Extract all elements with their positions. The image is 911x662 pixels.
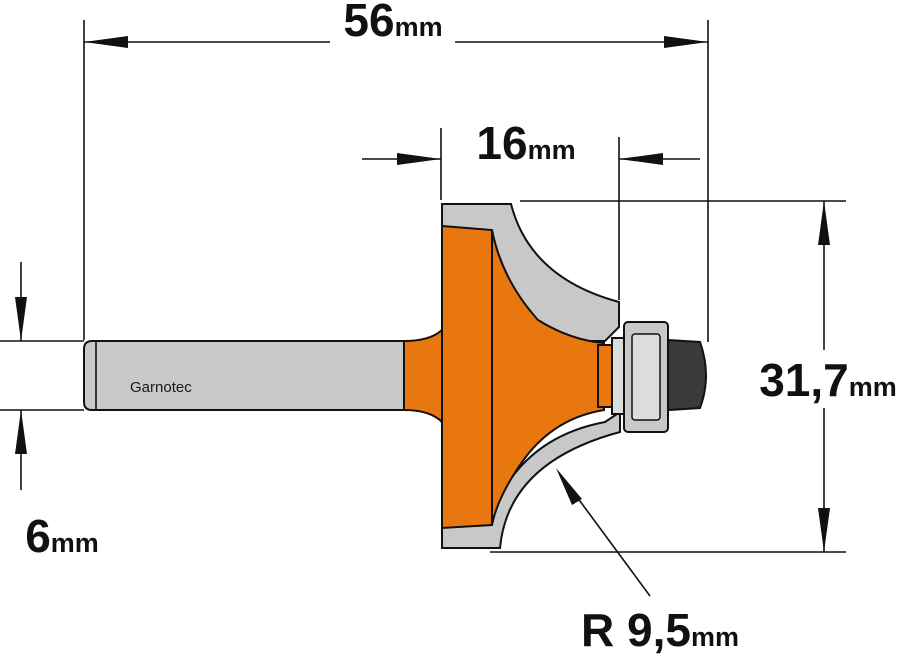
- dimension-overall-length: 56mm: [84, 0, 708, 48]
- cutting-diameter-label: 31,7mm: [759, 354, 897, 406]
- extension-lines: [0, 20, 846, 553]
- dimension-shank-diameter: 6mm: [15, 262, 99, 562]
- dimension-cutting-length: 16mm: [362, 117, 700, 169]
- overall-length-label: 56mm: [343, 0, 442, 46]
- dimension-cutting-diameter: 31,7mm: [759, 201, 897, 552]
- radius-callout: R 9,5mm: [556, 468, 739, 656]
- cutting-length-label: 16mm: [476, 117, 575, 169]
- brand-label: Garnotec: [130, 379, 192, 396]
- radius-label: R 9,5mm: [581, 604, 739, 656]
- bearing: [611, 321, 707, 433]
- shank-diameter-label: 6mm: [25, 510, 99, 562]
- cutter-neck: [403, 327, 443, 425]
- shank: Garnotec: [83, 340, 407, 411]
- cutter-body: [441, 224, 613, 530]
